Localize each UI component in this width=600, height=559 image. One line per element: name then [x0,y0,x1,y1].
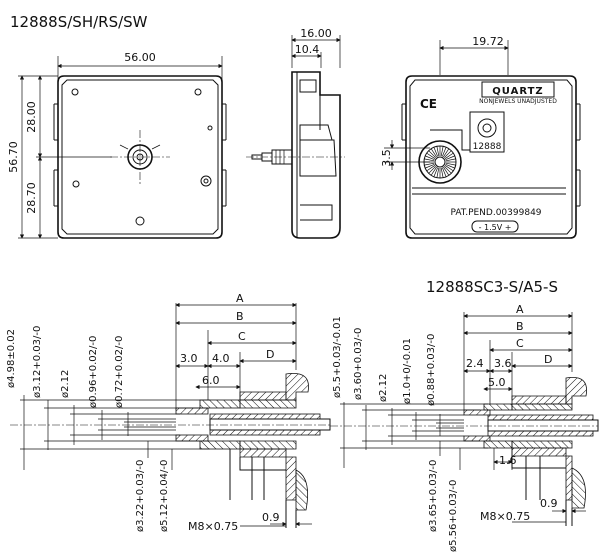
gear-tooth [425,155,435,161]
gear-tooth [441,167,447,177]
left-thread-label: M8×0.75 [188,520,238,533]
left-lower-dia-2: ø5.12+0.04/-0 [159,460,170,532]
gear-tooth [440,146,444,157]
gear-tooth [425,163,435,169]
side-view: 16.00 10.4 [246,27,345,239]
left-dia-4: ø0.96+0.02/-0 [88,336,99,408]
gear-tooth [426,152,436,159]
right-thread-label: M8×0.75 [480,510,530,523]
gear-tooth [424,158,435,162]
left-dia-2: ø3.12+0.03/-0 [32,326,43,398]
side-depth-label: 16.00 [300,27,332,40]
left-lower-dia-1: ø3.22+0.03/-0 [135,460,146,532]
right-dia-3: ø2.12 [378,374,389,402]
front-view: 56.00 56.70 28.00 28.70 [7,51,227,239]
back-view: 19.72 QUARTZ NONJEWELS UNADJUSTED CE 128… [380,35,581,239]
gear-tooth [440,167,444,178]
right-dim-c: C [516,337,524,350]
gear-tooth [443,148,450,158]
gear-tooth [436,167,440,178]
left-dim-6: 6.0 [202,374,220,387]
gear-tooth [444,165,454,172]
right-dim-16: 1.6 [499,454,517,467]
gear-tooth [428,165,437,174]
right-dia-5: ø0.88+0.03/-0 [426,334,437,406]
left-dim-4: 4.0 [212,352,230,365]
right-dia-4: ø1.0+0/-0.01 [402,338,413,404]
battery-label: - 1.5V + [479,223,512,232]
top-model-title: 12888S/SH/RS/SW [10,13,148,31]
left-dia-1: ø4.98±0.02 [6,329,17,388]
gear-tooth [444,152,454,159]
gear-tooth [443,150,452,159]
gear-tooth [426,165,436,172]
right-dim-b: B [516,320,524,333]
right-dim-d: D [544,353,552,366]
right-dim-a: A [516,303,524,316]
gear-tooth [443,165,452,174]
right-dia-2: ø3.60+0.03/-0 [353,328,364,400]
front-width-label: 56.00 [124,51,156,64]
front-lower-height-label: 28.70 [25,182,38,214]
left-dia-3: ø2.12 [60,370,71,398]
left-dim-a: A [236,292,244,305]
gear-tooth [443,166,450,176]
gear-tooth [424,162,435,166]
left-shaft-section: A B C D 3.0 4.0 6.0 ø4.98±0.02 ø3.12+0.0… [6,292,331,533]
bottom-model-title: 12888SC3-S/A5-S [426,278,558,296]
right-shaft-section: A B C D 2.4 3.6 5.0 ø5.5+0.03/-0.01 ø3.6… [330,303,599,552]
gear-tooth [445,155,455,161]
gear-tooth [428,150,437,159]
patent-label: PAT.PEND.00399849 [450,208,541,218]
gear-tooth [430,166,437,176]
front-total-height-label: 56.70 [7,141,20,173]
right-dim-5: 5.0 [488,376,506,389]
brand-label: QUARTZ [492,86,543,97]
gear-tooth [433,147,439,157]
model-number-label: 12888 [473,142,502,152]
left-dia-5: ø0.72+0.02/-0 [114,336,125,408]
left-dim-b: B [236,310,244,323]
shaft-offset-label: 3.5 [380,149,393,167]
gear-tooth [445,163,455,169]
front-upper-height-label: 28.00 [25,101,38,133]
right-dim-24: 2.4 [466,357,484,370]
right-lower-dia-1: ø3.65+0.03/-0 [428,460,439,532]
back-offset-label: 19.72 [472,35,504,48]
ce-mark: CE [420,97,437,111]
side-step-label: 10.4 [295,43,320,56]
gear-tooth [445,158,456,162]
gear-tooth [445,162,456,166]
left-dim-c: C [238,330,246,343]
right-nut-label: 0.9 [540,497,558,510]
right-dia-1: ø5.5+0.03/-0.01 [332,316,343,398]
gear-tooth [430,148,437,158]
brand-sub-label: NONJEWELS UNADJUSTED [479,98,557,105]
left-nut-label: 0.9 [262,511,280,524]
gear-tooth [433,167,439,177]
left-dim-3: 3.0 [180,352,198,365]
right-dim-36: 3.6 [494,357,512,370]
gear-tooth [436,146,440,157]
gear-tooth [441,147,447,157]
left-dim-d: D [266,348,274,361]
right-lower-dia-2: ø5.56+0.03/-0 [448,480,459,552]
